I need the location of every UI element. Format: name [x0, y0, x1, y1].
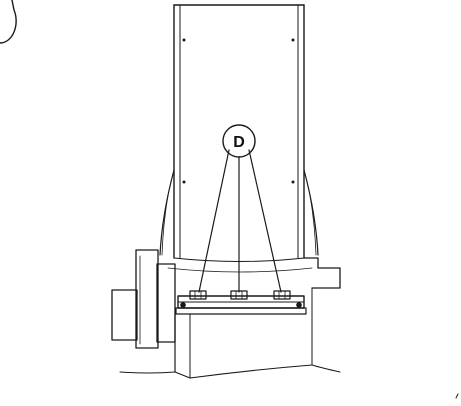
lower-base	[119, 313, 459, 399]
rivet	[182, 38, 186, 42]
clamp-bar	[175, 290, 307, 315]
side-flares	[159, 169, 319, 256]
rivet	[291, 38, 295, 42]
end-rivet	[296, 302, 302, 308]
bolt-right	[273, 290, 291, 300]
callout-d[interactable]: D	[222, 124, 256, 158]
callout-label: D	[233, 134, 245, 151]
right-side-profile	[303, 257, 341, 373]
bolt-left	[189, 290, 207, 300]
callout-leaders	[198, 149, 282, 293]
left-side-block	[111, 249, 176, 349]
rivet	[182, 180, 186, 184]
cropped-callout-circle	[0, 0, 17, 44]
upper-housing	[173, 4, 305, 259]
end-rivet	[180, 302, 186, 308]
seam-lines	[167, 257, 313, 273]
rivet	[291, 180, 295, 184]
callout-circle	[222, 124, 256, 158]
